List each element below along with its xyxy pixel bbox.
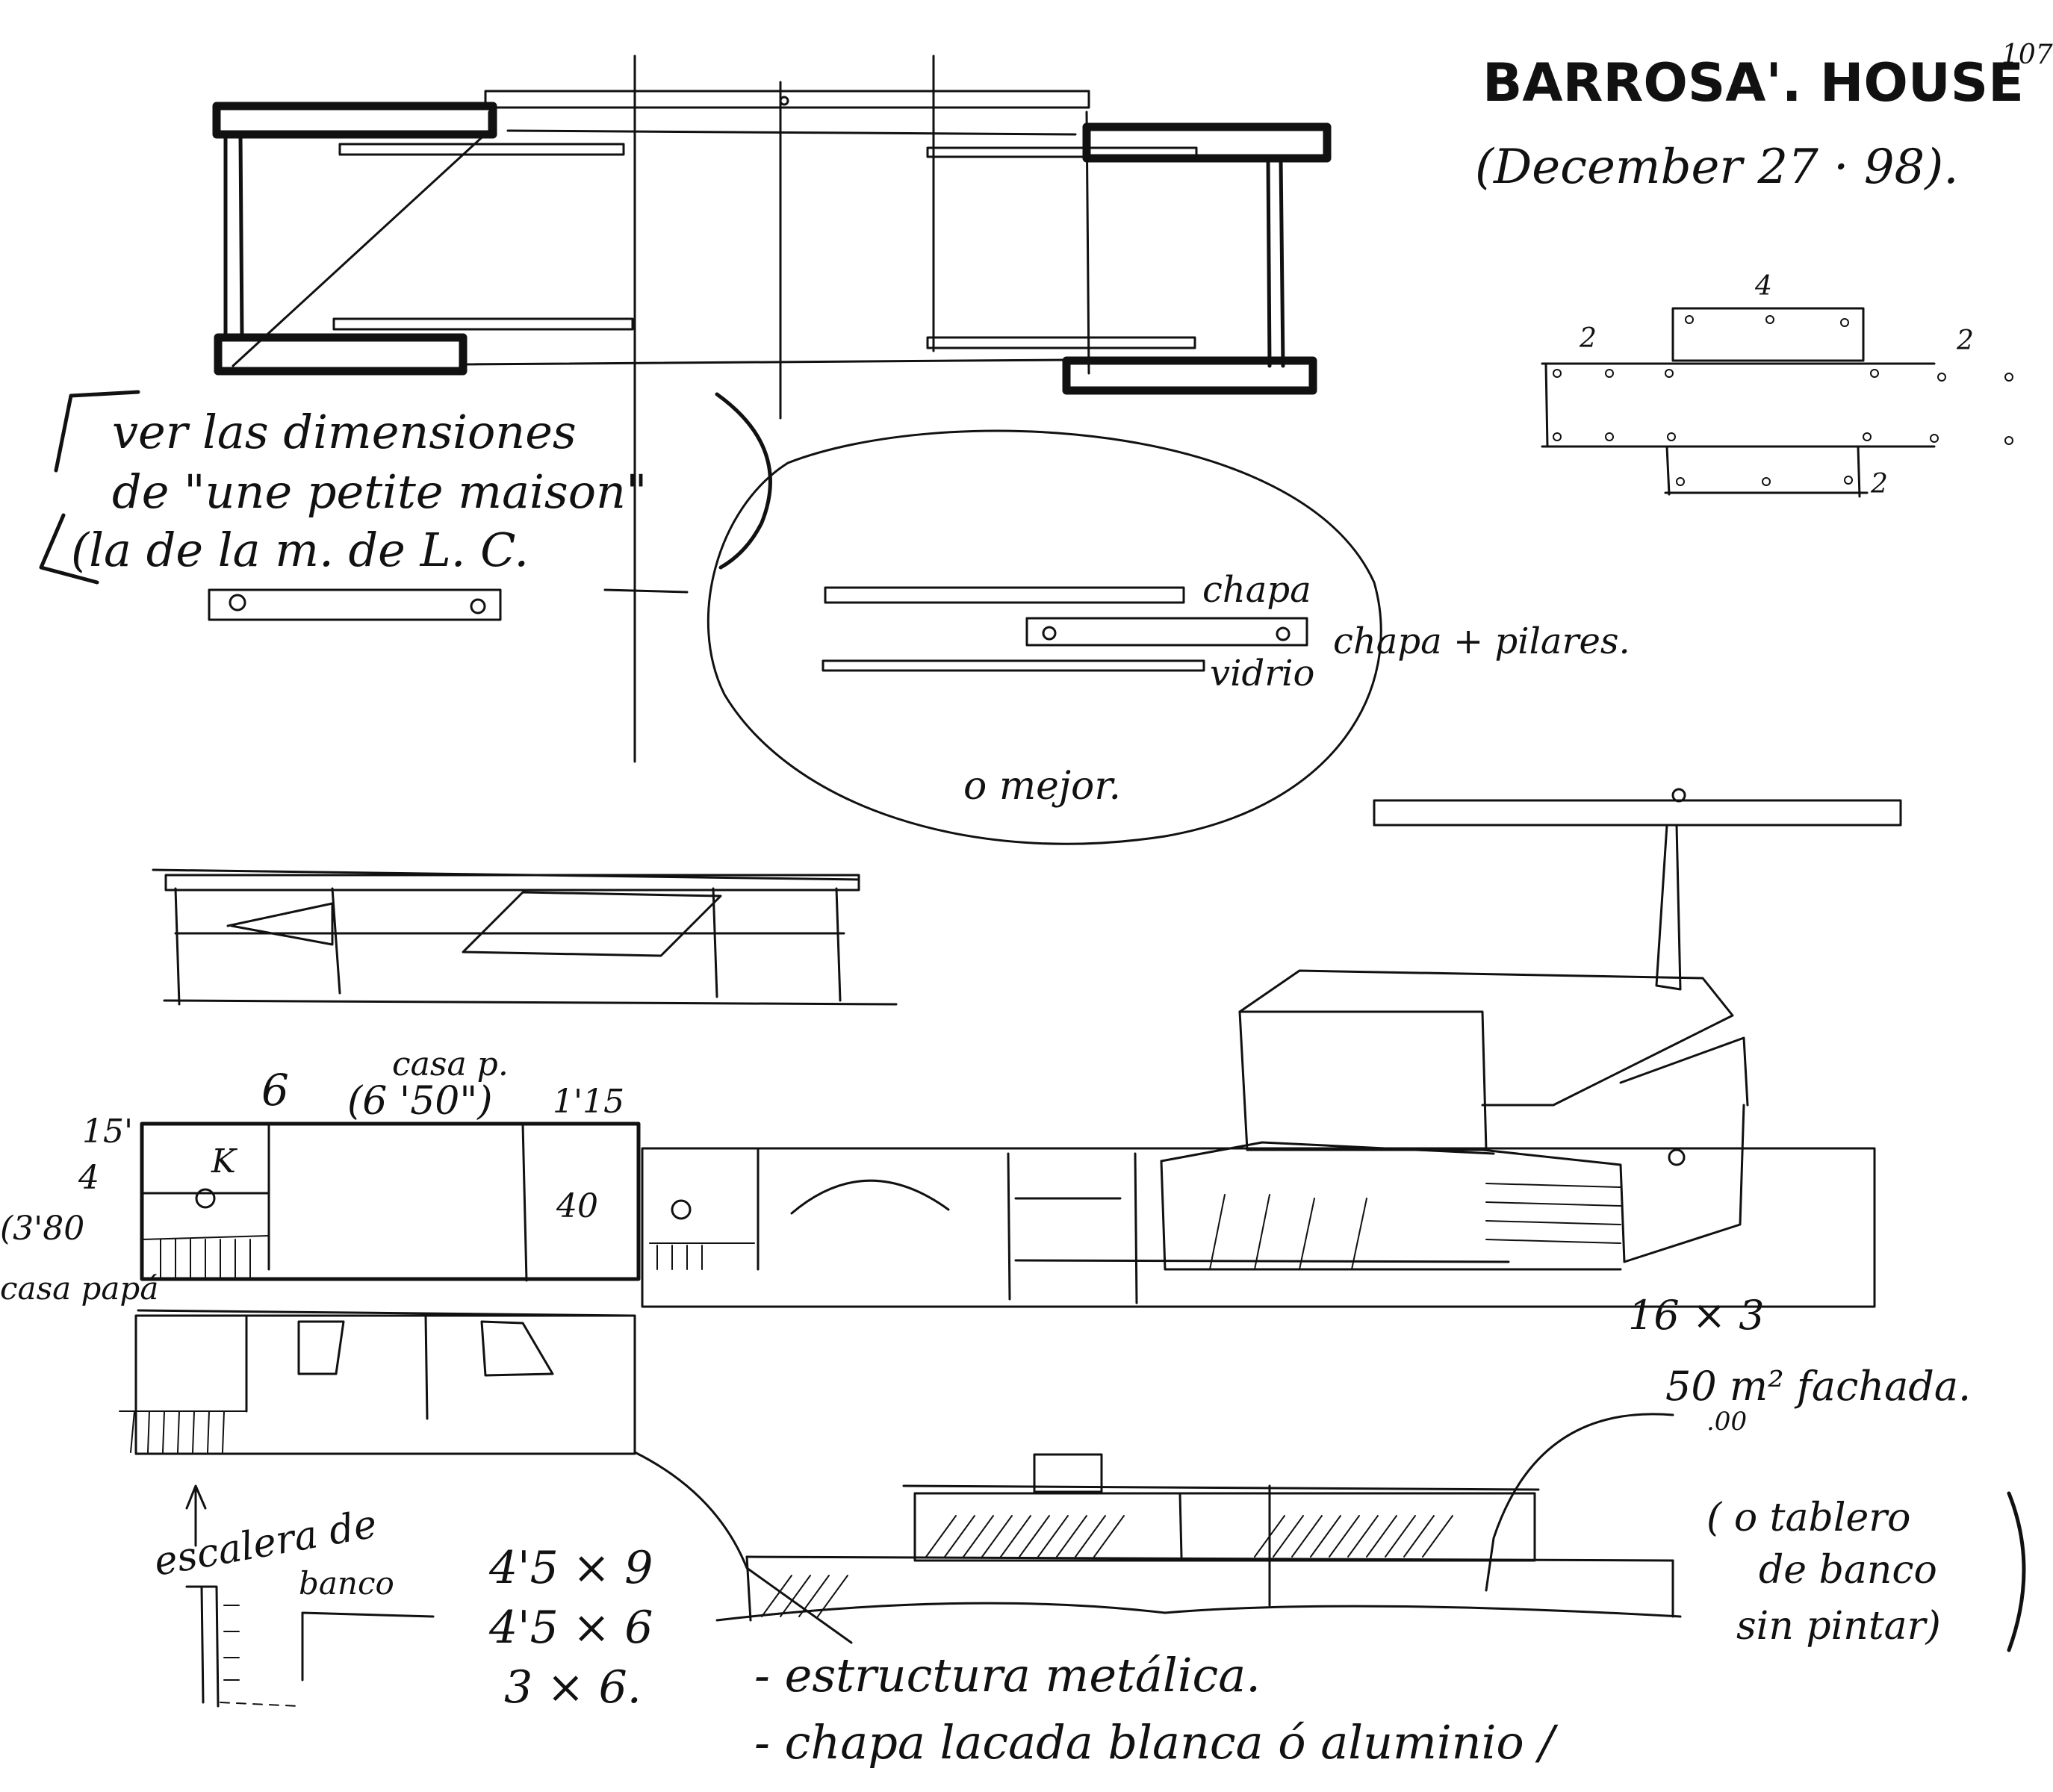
header: BARROSA'. HOUSE 107 (December 27 · 98).	[1475, 40, 2053, 195]
grid-bottom-label: 2	[1870, 469, 1888, 500]
area-sub: .00	[1706, 1407, 1747, 1437]
elev-label-casa: casa p.	[392, 1045, 509, 1083]
plan-slab-top-left	[212, 102, 497, 139]
elev-label-115: 1'15	[553, 1083, 624, 1121]
elevation-main: 6 casa p. (6 '50") 1'15 15' 4 (3'80 casa…	[0, 1045, 1876, 1644]
bench-note: ( o tablero de banco sin pintar)	[1706, 1491, 2026, 1652]
section-ellipse	[706, 429, 1382, 845]
section-label-vidrio: vidrio	[1210, 653, 1314, 694]
section-chapa-top	[824, 586, 1185, 604]
plan-note-line3: (la de la m. de L. C.	[71, 523, 529, 577]
bench-note-line2: de banco	[1759, 1548, 1937, 1593]
plan-partition-1	[338, 143, 625, 156]
plan-diagonal	[232, 129, 491, 367]
plan-partition-2	[332, 317, 634, 331]
section-label-chapa: chapa	[1202, 569, 1311, 611]
elev-label-casa-papa: casa papá	[0, 1270, 158, 1307]
grid-left-label: 2	[1579, 323, 1597, 354]
grid-top-label: 4	[1754, 271, 1772, 302]
section-chapa-pilares	[1025, 617, 1308, 647]
structure-line1: - estructura metálica.	[754, 1648, 1261, 1702]
page-number: 107	[2001, 40, 2053, 70]
area-note: 16 × 3 50 m² fachada. .00	[1485, 1292, 1971, 1592]
section-label-chapa-pilares: chapa + pilares.	[1333, 620, 1630, 662]
bench-note-line3: sin pintar)	[1736, 1604, 1941, 1649]
date-text: (December 27 · 98).	[1475, 140, 1959, 195]
elev-label-k: K	[211, 1142, 237, 1180]
grid-right-label: 2	[1956, 326, 1974, 356]
stair-note-line2: banco	[299, 1565, 394, 1602]
stair-note: escalera de banco	[151, 1484, 435, 1708]
structure-line2: - chapa lacada blanca ó aluminio /	[754, 1715, 1558, 1770]
dimension-3: 3 × 6.	[504, 1661, 642, 1714]
area-value: 50 m² fachada.	[1665, 1363, 1971, 1410]
plan-slab-bottom-right	[1062, 356, 1317, 395]
plan-top-beam	[484, 90, 1090, 109]
perspective-sketch	[1160, 969, 1749, 1271]
elev-label-40: 40	[556, 1187, 598, 1225]
plan-note-line2: de "une petite maison"	[112, 464, 647, 519]
plan-drawing	[208, 55, 1332, 763]
dimension-1: 4'5 × 9	[488, 1542, 653, 1594]
plan-note-line1: ver las dimensiones	[112, 405, 577, 459]
dimension-list: 4'5 × 9 4'5 × 6 3 × 6.	[488, 1542, 653, 1714]
elev-label-15: 15'	[82, 1113, 133, 1151]
elev-label-4: 4	[78, 1159, 99, 1197]
site-section	[715, 1453, 1682, 1622]
cross-section: chapa chapa + pilares. vidrio o mejor.	[706, 429, 1630, 845]
structure-note: - estructura metálica. - chapa lacada bl…	[754, 1648, 1558, 1770]
bench-note-line1: ( o tablero	[1706, 1496, 1910, 1540]
elev-label-380: (3'80	[0, 1210, 84, 1248]
grid-diagram: 4 2 2 2	[1541, 271, 2013, 500]
plan-slab-bottom-left	[214, 333, 468, 376]
dimension-2: 4'5 × 6	[488, 1602, 653, 1654]
plan-bar-detail	[208, 588, 502, 621]
plan-note: ver las dimensiones de "une petite maiso…	[39, 390, 772, 585]
elevation-upper	[152, 868, 898, 1006]
plan-slab-top-right	[1082, 122, 1332, 163]
t-section	[1373, 788, 1902, 991]
elev-label-650: (6 '50")	[347, 1079, 493, 1124]
section-note: o mejor.	[963, 764, 1121, 809]
elev-label-6: 6	[261, 1065, 289, 1116]
section-vidrio	[821, 659, 1205, 672]
title-text: BARROSA'. HOUSE	[1482, 52, 2024, 113]
area-dims: 16 × 3	[1628, 1292, 1765, 1339]
